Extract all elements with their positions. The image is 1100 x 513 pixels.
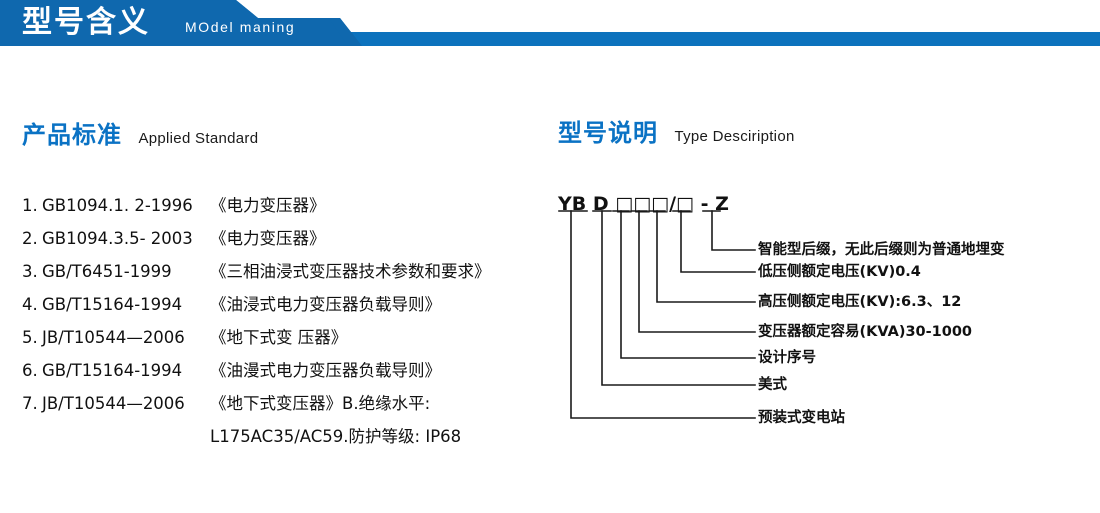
standard-name: 《油漫式电力变压器负载导则》: [210, 361, 441, 380]
standard-index: 2.: [22, 229, 38, 248]
standard-code: JB/T10544—2006: [42, 394, 185, 413]
standard-index: 4.: [22, 295, 38, 314]
type-code-string: YB D □□□/□ - Z: [558, 193, 729, 215]
standard-name: 《油浸式电力变压器负载导则》: [210, 295, 441, 314]
type-label-hv-rated-voltage: 高压侧额定电压(KV):6.3、12: [758, 294, 962, 310]
standard-index: 3.: [22, 262, 38, 281]
list-item: 7. JB/T10544—2006 《地下式变压器》B.绝缘水平:: [22, 390, 542, 423]
list-item: 3. GB/T6451-1999 《三相油浸式变压器技术参数和要求》: [22, 258, 542, 291]
list-item: 4. GB/T15164-1994 《油浸式电力变压器负载导则》: [22, 291, 542, 324]
list-item: 5. JB/T10544—2006 《地下式变 压器》: [22, 324, 542, 357]
banner-shape: [0, 0, 1100, 46]
standard-index: 7.: [22, 394, 38, 413]
type-label-prefab-substation: 预装式变电站: [758, 410, 845, 426]
page-banner: 型号含义 MOdel maning: [0, 0, 1100, 48]
standard-name: 《电力变压器》: [210, 229, 326, 248]
list-item: 1. GB1094.1. 2-1996 《电力变压器》: [22, 192, 542, 225]
standard-code: GB1094.3.5- 2003: [42, 229, 193, 248]
standards-list: 1. GB1094.1. 2-1996 《电力变压器》 2. GB1094.3.…: [22, 192, 542, 456]
standard-code: GB1094.1. 2-1996: [42, 196, 193, 215]
section-heading-type-description: 型号说明 Type Desciription: [558, 113, 795, 148]
banner-title-en: MOdel maning: [185, 19, 296, 35]
section-heading-applied-standard: 产品标准 Applied Standard: [22, 115, 258, 150]
standard-continuation-line: L175AC35/AC59.防护等级: IP68: [210, 427, 462, 446]
type-description-diagram: YB D □□□/□ - Z: [545, 185, 1090, 445]
type-label-intelligent-suffix: 智能型后缀，无此后缀则为普通地埋变: [758, 242, 1005, 258]
list-item: 6. GB/T15164-1994 《油漫式电力变压器负载导则》: [22, 357, 542, 390]
standard-name: 《地下式变压器》B.绝缘水平:: [210, 394, 431, 413]
standard-index: 6.: [22, 361, 38, 380]
type-label-american-style: 美式: [758, 377, 787, 393]
standard-code: GB/T15164-1994: [42, 361, 183, 380]
standard-name: 《三相油浸式变压器技术参数和要求》: [210, 262, 491, 281]
heading-en-type-description: Type Desciription: [674, 128, 795, 145]
standard-index: 5.: [22, 328, 38, 347]
type-label-design-serial: 设计序号: [758, 350, 816, 366]
leader-lines: [558, 210, 756, 419]
standard-code: GB/T15164-1994: [42, 295, 183, 314]
type-label-lv-rated-voltage: 低压侧额定电压(KV)0.4: [758, 264, 921, 280]
heading-en-applied-standard: Applied Standard: [138, 130, 259, 147]
list-item: 2. GB1094.3.5- 2003 《电力变压器》: [22, 225, 542, 258]
type-label-rated-capacity: 变压器额定容易(KVA)30-1000: [758, 324, 973, 340]
standard-name: 《地下式变 压器》: [210, 328, 348, 347]
standard-code: GB/T6451-1999: [42, 262, 172, 281]
standard-code: JB/T10544—2006: [42, 328, 185, 347]
heading-cn-applied-standard: 产品标准: [22, 121, 122, 149]
standard-name: 《电力变压器》: [210, 196, 326, 215]
standard-index: 1.: [22, 196, 38, 215]
banner-title-cn: 型号含义: [22, 5, 150, 40]
heading-cn-type-description: 型号说明: [558, 119, 658, 147]
